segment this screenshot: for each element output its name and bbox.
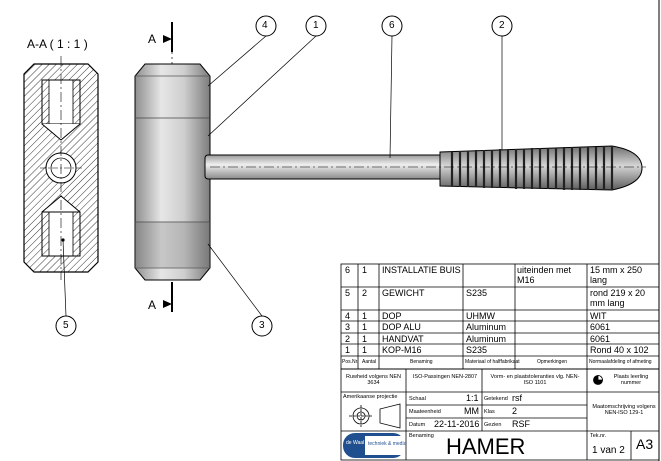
tb-getekend-value: rsf [512,393,522,403]
balloon-2: 2 [499,20,505,31]
tb-sheet: 1 van 2 [592,445,625,456]
bom-name: KOP-M16 [382,345,422,355]
tb-gezien-value: RSF [512,419,530,429]
bom-material: UHMW [466,311,495,321]
bom-name: INSTALLATIE BUIS [382,265,461,275]
callout-balloons [55,15,513,337]
logo-text: de Waal [346,440,365,446]
logo-subtext: techniek & media [368,441,407,447]
bom-dims: WIT [590,311,607,321]
bom-pos: 3 [345,322,351,332]
bom-pos: 6 [345,265,351,275]
bom-pos: 2 [345,334,351,344]
tb-vorm-toleranties: Vorm- en plaatstoleranties vlg. NEN-ISO … [490,374,580,387]
bom-dims: Rond 40 x 102 [590,345,649,355]
bom-header-notes: Opmerkingen [537,359,568,365]
bom-dims: 15 mm x 250 lang [590,265,643,285]
balloon-4: 4 [262,20,268,31]
tb-teknr-label: Tek.nr. [590,433,607,439]
bom-dims: 6061 [590,334,611,344]
tb-benaming-label: Benaming [409,433,434,439]
tb-format: A3 [636,436,654,452]
bom-name: GEWICHT [382,288,425,298]
bom-material: S235 [466,345,488,355]
bom-qty: 1 [362,265,368,275]
bom-pos: 1 [345,345,351,355]
bom-header-pos: Pos.Nr. [342,359,359,365]
bom-qty: 1 [362,334,368,344]
bom-dims: rond 219 x 20 mm lang [590,288,646,308]
tb-gezien-label: Gezien [484,422,502,428]
cut-label-top: A [148,32,157,46]
bom-notes: uiteinden met M16 [517,265,572,285]
title-block [340,368,660,461]
bom-material: Aluminum [466,334,507,344]
tb-iso-passingen: ISO-Passingen NEN-2807 [412,374,478,380]
bom-name: DOP ALU [382,322,421,332]
tb-datum-value: 22-11-2016 [434,419,480,429]
tb-projectie: Amerikaanse projectie [343,394,398,400]
bom-qty: 1 [362,345,368,355]
balloon-1: 1 [313,20,319,31]
bom-material: S235 [466,288,488,298]
bom-name: HANDVAT [382,334,424,344]
tb-schaal-label: Schaal [409,396,426,402]
bom-qty: 1 [362,322,368,332]
bom-header-qty: Aantal [362,359,377,365]
section-view [23,56,99,317]
bom-qty: 2 [362,288,368,298]
bom-material: Aluminum [466,322,507,332]
balloon-3: 3 [259,320,265,331]
tb-datum-label: Datum [409,422,426,428]
tb-schaal-value: 1:1 [466,393,479,403]
bom-dims: 6061 [590,322,611,332]
tb-ruwheid: Ruwheid volgens NEN 3634 [345,374,402,387]
tb-klas-label: Klas [484,409,495,415]
bom-pos: 4 [345,311,351,321]
section-title: A-A ( 1 : 1 ) [27,37,88,51]
bom-table [340,263,660,370]
bom-header-dims: Normaalafdeling of afmeting [589,359,652,365]
tb-maatomschrijving: Maatomschrijving volgens NEN-ISO 129-1 [592,404,656,417]
bom-header-name: Benaming [410,359,433,365]
balloon-5: 5 [63,320,69,331]
tb-klas-value: 2 [512,406,518,416]
bom-header-material: Materiaal of halffabrikaat [465,359,520,365]
tb-plaats-nummer: Plaats leerling nummer [613,374,649,387]
tb-maateenheid-value: MM [464,406,479,416]
balloon-6: 6 [389,20,395,31]
drawing-title: HAMER [446,434,526,459]
bom-pos: 5 [345,288,351,298]
cut-label-bottom: A [148,298,157,312]
main-view [134,22,646,317]
bom-name: DOP [382,311,402,321]
tb-maateenheid-label: Maateenheid [409,409,441,415]
bom-qty: 1 [362,311,368,321]
tb-getekend-label: Getekend [484,396,508,402]
